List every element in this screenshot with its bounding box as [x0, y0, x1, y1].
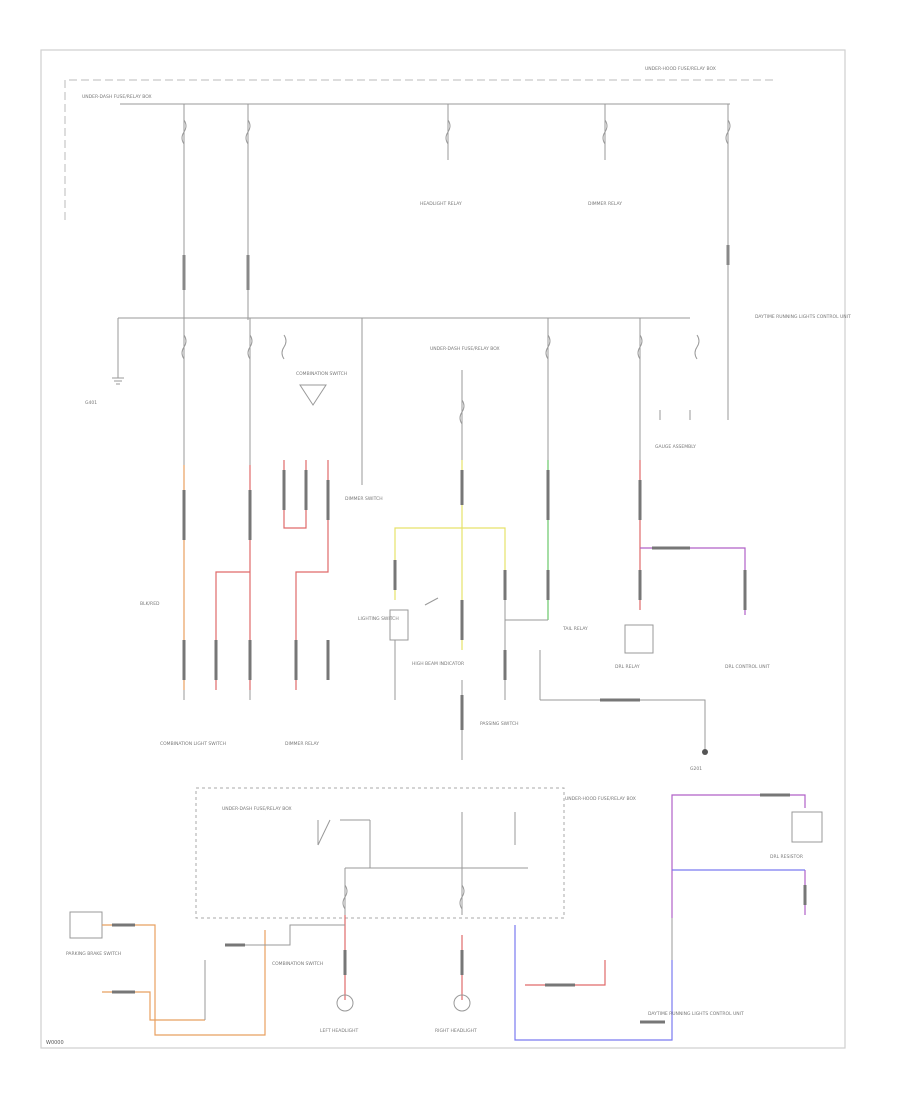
ground-right-label: G201 — [690, 766, 702, 772]
ground-symbol — [112, 377, 124, 385]
gauge-assembly-label: GAUGE ASSEMBLY — [655, 444, 696, 450]
lighting-switch-body — [389, 609, 409, 641]
left-headlight-symbol — [336, 994, 354, 1012]
combination-switch-symbol — [299, 384, 327, 406]
combination-sw-right-label: COMBINATION SWITCH — [272, 961, 323, 967]
left-headlight-label: LEFT HEADLIGHT — [320, 1028, 359, 1034]
bottom-right-unit-label: DRL RESISTOR — [770, 854, 803, 860]
fuse-462 — [459, 399, 465, 425]
right-info-label: DAYTIME RUNNING LIGHTS CONTROL UNIT — [755, 314, 851, 320]
fuse-marks-top — [181, 119, 731, 145]
wire-red-left — [215, 460, 329, 690]
switch-arm — [424, 597, 439, 606]
wire-purple-right — [640, 547, 746, 615]
headlight-fuses — [342, 884, 465, 910]
combination-light-switch-label: COMBINATION LIGHT SWITCH — [160, 741, 226, 747]
mid-underdash-label: UNDER-DASH FUSE/RELAY BOX — [430, 346, 500, 352]
bottom-box-right-label: UNDER-HOOD FUSE/RELAY BOX — [565, 796, 636, 802]
passing-sw-label: PASSING SWITCH — [480, 721, 518, 727]
drl-relay-right-body — [624, 624, 654, 654]
drl-relay-right-label: DRL RELAY — [615, 664, 640, 670]
right-headlight-label: RIGHT HEADLIGHT — [435, 1028, 477, 1034]
left-ground-label: G401 — [85, 400, 97, 406]
diagram-border — [40, 49, 846, 1049]
parking-brake-switch-body — [69, 911, 103, 939]
box-internal-fuses — [461, 812, 516, 868]
connectors-yellow — [393, 470, 507, 640]
connectors-right — [638, 480, 747, 610]
bottom-box-left-label: UNDER-DASH FUSE/RELAY BOX — [222, 806, 292, 812]
relay-inside-box — [317, 819, 331, 846]
bottom-right-connectors — [545, 793, 807, 1024]
parking-brake-switch-label: PARKING BRAKE SWITCH — [66, 951, 121, 957]
connector-dashes-top — [182, 245, 730, 290]
bottom-right-note-label: DAYTIME RUNNING LIGHTS CONTROL UNIT — [648, 1011, 744, 1017]
hi-beam-ind-label: HIGH BEAM INDICATOR — [412, 661, 464, 667]
dimmer-relay-label: DIMMER RELAY — [285, 741, 319, 747]
wire-blue-bottom — [514, 869, 805, 1041]
line-ground-right — [540, 699, 706, 750]
wire-yellow — [394, 460, 506, 650]
hood-relay-label: HEADLIGHT RELAY — [420, 201, 462, 207]
dimmer-relay-mid-label: DIMMER RELAY — [588, 201, 622, 207]
small-note-left: BLK/RED — [140, 601, 160, 607]
bottom-right-unit-body — [791, 811, 823, 843]
connectors-colored — [182, 470, 330, 680]
bottom-dashed-box — [195, 787, 565, 919]
orange-feed-line — [245, 924, 345, 946]
footer-label: W0000 — [46, 1040, 64, 1046]
headlight-connectors — [343, 950, 464, 975]
top-dashed-frame — [64, 79, 775, 220]
combination-switch-label: COMBINATION SWITCH — [296, 371, 347, 377]
drl-control-unit-label: DRL CONTROL UNIT — [725, 664, 770, 670]
top-left-underdash-label: UNDER-DASH FUSE/RELAY BOX — [82, 94, 152, 100]
wire-red-bottom-right — [525, 960, 606, 986]
right-headlight-symbol — [453, 994, 471, 1012]
orange-connectors — [112, 923, 245, 994]
tail-relay-label: TAIL RELAY — [562, 626, 588, 632]
wire-red-headlights — [344, 915, 463, 1000]
ground-right-node — [702, 749, 708, 755]
dimmer-sw-label: DIMMER SWITCH — [345, 496, 383, 502]
lighting-switch-label: LIGHTING SWITCH — [358, 616, 399, 622]
gauge-pins — [659, 400, 729, 420]
top-right-junction-label: UNDER-HOOD FUSE/RELAY BOX — [645, 66, 716, 72]
wire-orange-bottom — [102, 924, 266, 1036]
